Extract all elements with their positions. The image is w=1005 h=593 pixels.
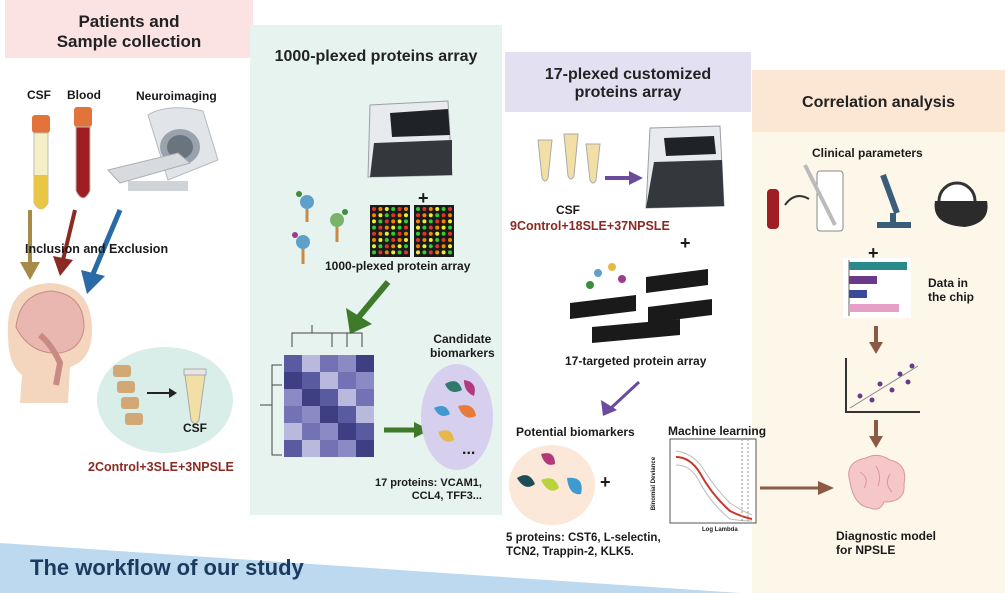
green-arrow-down xyxy=(346,280,391,334)
brown-arrow-1 xyxy=(869,326,883,354)
panel-17plex-header xyxy=(505,52,751,112)
candidate-label: Candidate biomarkers xyxy=(430,332,495,361)
ml-label: Machine learning xyxy=(668,424,767,438)
clinical-icons xyxy=(767,164,988,232)
plus-1000: + xyxy=(418,188,429,208)
blood-label: Blood xyxy=(67,88,101,102)
brain-head-icon xyxy=(7,283,92,403)
panel-correlation-header xyxy=(752,70,1005,132)
antibody-icons xyxy=(292,191,348,264)
dots-label: ... xyxy=(462,441,476,458)
ml-ylabel: Binomial Deviance xyxy=(651,456,658,511)
ml-xlabel: Log Lambda xyxy=(702,527,738,533)
p3-cohort-label: 9Control+18SLE+37NPSLE xyxy=(510,219,670,233)
inclusion-label: Inclusion and Exclusion xyxy=(25,242,169,256)
array17-label: 17-targeted protein array xyxy=(565,354,707,368)
p1-cohort-label: 2Control+3SLE+3NPSLE xyxy=(88,460,234,474)
array1000-label: 1000-plexed protein array xyxy=(325,259,471,273)
spine-csf-circle xyxy=(97,347,233,453)
ml-deviance-plot xyxy=(669,438,757,524)
csf-label: CSF xyxy=(27,88,51,102)
array1000-title: 1000-plexed proteins array xyxy=(274,47,478,65)
csf-tube-icon xyxy=(32,115,50,210)
clinical-label: Clinical parameters xyxy=(812,146,923,160)
array-scanner-icon xyxy=(367,100,453,178)
array17-title: 17-plexed customized proteins array xyxy=(544,65,712,101)
blood-tube-icon xyxy=(74,107,92,199)
csf-tubes-icon xyxy=(537,133,601,184)
p3-csf-label: CSF xyxy=(556,203,580,217)
chip-barchart-icon xyxy=(843,258,911,318)
targeted-array-icon xyxy=(570,263,712,343)
inclusion-arrows xyxy=(20,209,123,294)
protein-chip-icon xyxy=(370,205,454,257)
data-chip-label: Data in the chip xyxy=(928,276,975,305)
p3-proteins-label: 5 proteins: CST6, L-selectin, TCN2, Trap… xyxy=(506,532,661,558)
collection-title: Patients and Sample collection xyxy=(56,12,202,51)
plus-potential: + xyxy=(600,472,611,492)
candidate-biomarkers-oval xyxy=(421,364,493,470)
footer-title: The workflow of our study xyxy=(30,555,304,580)
model-label: Diagnostic model for NPSLE xyxy=(836,529,937,558)
plus-clinical: + xyxy=(868,243,879,263)
scanner-17-icon xyxy=(645,125,725,209)
p2-proteins-label: 17 proteins: VCAM1, CCL4, TFF3... xyxy=(375,477,482,503)
neuroimaging-label: Neuroimaging xyxy=(136,89,217,103)
purple-arrow-right xyxy=(605,171,643,185)
correlation-title: Correlation analysis xyxy=(802,93,955,111)
scatter-plot-icon xyxy=(845,358,920,413)
plus-17: + xyxy=(680,233,691,253)
brown-arrow-to-model xyxy=(760,481,834,495)
green-arrow-right xyxy=(384,422,430,438)
heatmap-icon xyxy=(260,325,374,457)
brain-icon xyxy=(848,454,906,510)
brown-arrow-2 xyxy=(869,420,883,448)
csf-sample-label: CSF xyxy=(183,421,207,435)
potential-label: Potential biomarkers xyxy=(516,425,635,439)
panel-collection-header xyxy=(5,0,253,58)
potential-biomarkers-circle xyxy=(509,445,595,525)
mri-scanner-icon xyxy=(107,107,219,191)
purple-arrow-down xyxy=(601,380,641,416)
